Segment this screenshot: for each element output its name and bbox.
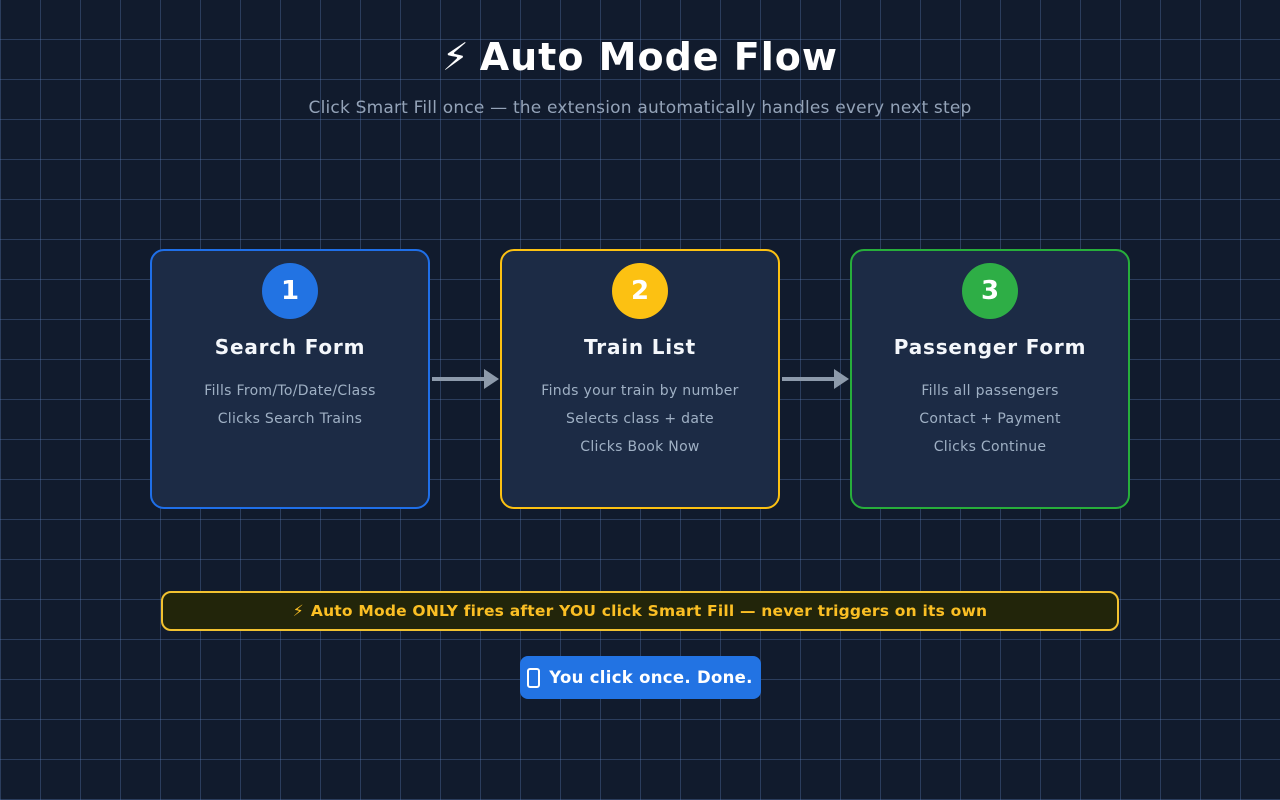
step-card-description: Finds your train by number Selects class… (541, 377, 738, 461)
step-detail-line: Clicks Continue (933, 439, 1047, 455)
step-number-badge: 2 (612, 263, 668, 319)
page-title-text: Auto Mode Flow (479, 35, 838, 79)
step-detail-line: Contact + Payment (919, 411, 1061, 427)
step-number-badge: 1 (262, 263, 318, 319)
you-click-once-button[interactable]: You click once. Done. (519, 656, 761, 699)
auto-mode-warning-banner: ⚡ Auto Mode ONLY fires after YOU click Sm… (161, 591, 1119, 631)
step-detail-line: Fills From/To/Date/Class (204, 383, 376, 399)
step-card-description: Fills From/To/Date/Class Clicks Search T… (204, 377, 376, 433)
step-detail-line: Fills all passengers (921, 383, 1059, 399)
arrow-stem (431, 377, 484, 381)
step-detail-line: Finds your train by number (541, 383, 739, 399)
step-card-title: Train List (584, 335, 696, 359)
step-card-search-form: 1 Search Form Fills From/To/Date/Class C… (150, 249, 430, 509)
lightning-bolt-icon: ⚡ (292, 602, 304, 620)
arrow-stem (781, 377, 834, 381)
step-number-badge: 3 (962, 263, 1018, 319)
flow-arrow-right-icon (430, 369, 500, 389)
step-card-description: Fills all passengers Contact + Payment C… (919, 377, 1061, 461)
flow-steps-row: 1 Search Form Fills From/To/Date/Class C… (0, 249, 1280, 509)
step-card-title: Passenger Form (893, 335, 1087, 359)
page-title: ⚡Auto Mode Flow (0, 34, 1280, 81)
flow-arrow-right-icon (780, 369, 850, 389)
arrow-head (483, 369, 499, 389)
step-detail-line: Clicks Search Trains (217, 411, 363, 427)
step-card-title: Search Form (214, 335, 366, 359)
missing-glyph-box-icon (527, 667, 541, 688)
step-detail-line: Selects class + date (566, 411, 714, 427)
cta-button-label: You click once. Done. (549, 668, 753, 687)
step-detail-line: Clicks Book Now (580, 439, 700, 455)
arrow-head (833, 369, 849, 389)
step-card-train-list: 2 Train List Finds your train by number … (500, 249, 780, 509)
lightning-bolt-icon: ⚡ (442, 35, 470, 79)
step-card-passenger-form: 3 Passenger Form Fills all passengers Co… (850, 249, 1130, 509)
warning-banner-text: Auto Mode ONLY fires after YOU click Sma… (310, 602, 988, 620)
page-subtitle: Click Smart Fill once — the extension au… (308, 98, 972, 118)
